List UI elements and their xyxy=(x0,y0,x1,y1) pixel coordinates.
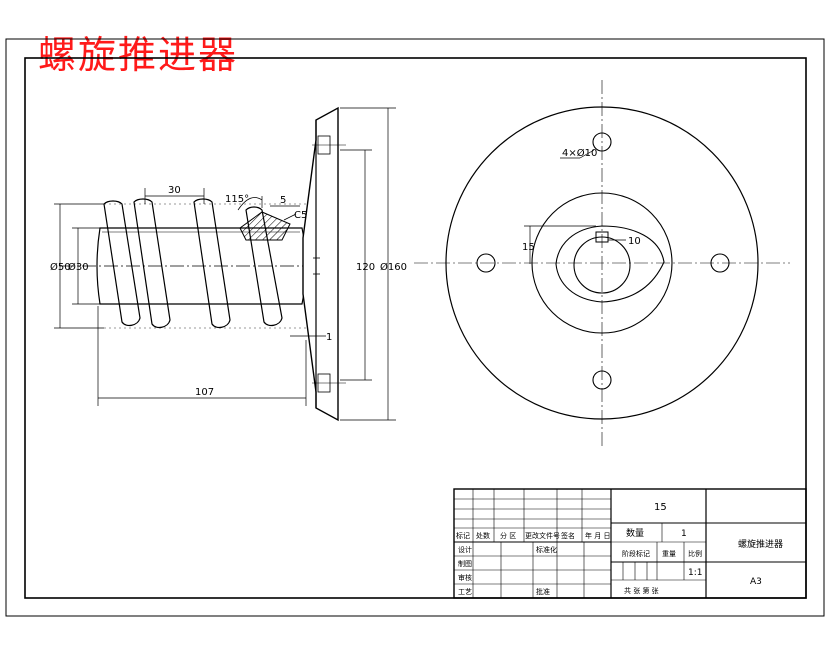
dim-holes: 4×Ø10 xyxy=(562,147,597,159)
tb-stage-draw: 制图 xyxy=(458,559,472,568)
dim-pitch: 30 xyxy=(168,185,181,196)
tb-label-count: 处数 xyxy=(476,531,490,540)
flange-end-view xyxy=(414,80,790,446)
hub-circle xyxy=(531,192,673,334)
tb-stage-review: 审核 xyxy=(458,573,472,582)
flight-4 xyxy=(245,206,283,327)
right-dimension-labels: 4×Ø10 15 10 xyxy=(522,147,641,253)
dim-angle: 115° xyxy=(225,194,249,205)
bolt-hole-bottom xyxy=(592,370,612,390)
tb-std-label: 标准化 xyxy=(536,545,557,554)
title-block xyxy=(453,488,807,599)
tb-approve-label: 批准 xyxy=(536,587,550,596)
flange xyxy=(302,106,339,422)
tb-label-date: 年 月 日 xyxy=(585,531,610,540)
dim-od-thread: Ø50 xyxy=(50,261,71,273)
flange-outer-circle xyxy=(445,106,759,420)
dim-chamfer: C5 xyxy=(294,210,307,221)
screw-side-view xyxy=(60,106,346,422)
tb-paper-size: A3 xyxy=(750,577,762,587)
tb-label-sign: 签名 xyxy=(561,531,575,540)
thread-section-hatch xyxy=(239,211,291,241)
shaft-bore xyxy=(573,236,631,294)
bolt-hole-top xyxy=(592,132,612,152)
outer-border xyxy=(5,38,825,617)
dim-length: 107 xyxy=(195,387,214,398)
right-dimensions xyxy=(524,149,626,264)
helix-projection xyxy=(555,225,665,303)
tb-label-zone: 分 区 xyxy=(500,531,516,540)
tb-scale-label: 比例 xyxy=(688,549,702,558)
tb-quantity-label: 数量 xyxy=(626,527,644,539)
inner-frame xyxy=(24,57,807,599)
left-dimensions xyxy=(54,107,396,421)
tb-stage-design: 设计 xyxy=(458,545,472,554)
tb-stage-mark: 阶段标记 xyxy=(622,549,650,558)
dim-gap: 1 xyxy=(326,332,332,343)
drawing-title: 螺旋推进器 xyxy=(38,33,239,77)
tb-label-mark: 标记 xyxy=(456,531,470,540)
dim-flange-inner: 120 xyxy=(356,262,375,273)
tb-part-name: 螺旋推进器 xyxy=(738,538,783,550)
tb-scale-value: 1:1 xyxy=(688,568,702,578)
bolt-hole-right xyxy=(710,253,730,273)
title-block-text: 标记 处数 分 区 更改文件号 签名 年 月 日 设计 制图 审核 工艺 标准化… xyxy=(456,502,783,596)
dim-thread-depth: 5 xyxy=(280,195,286,206)
dim-od-core: Ø30 xyxy=(68,261,89,273)
dim-keyway-depth: 15 xyxy=(522,242,535,253)
tb-quantity-value: 15 xyxy=(654,502,667,513)
bolt-hole-left xyxy=(476,253,496,273)
tb-weight-label: 重量 xyxy=(662,550,676,558)
keyway xyxy=(595,231,609,243)
flight-2 xyxy=(133,198,171,329)
tb-stage-process: 工艺 xyxy=(458,588,472,596)
tb-sheets-label: 共 张 第 张 xyxy=(624,586,659,595)
left-dimension-labels: 30 115° 5 C5 Ø50 Ø30 107 1 120 Ø160 xyxy=(50,185,407,398)
flight-3 xyxy=(193,198,231,329)
dim-keyway-width: 10 xyxy=(628,236,641,247)
tb-label-change: 更改文件号 xyxy=(525,531,560,540)
tb-quantity-num: 1 xyxy=(681,529,687,539)
dim-flange-outer: Ø160 xyxy=(380,261,407,273)
flight-1 xyxy=(103,200,141,327)
